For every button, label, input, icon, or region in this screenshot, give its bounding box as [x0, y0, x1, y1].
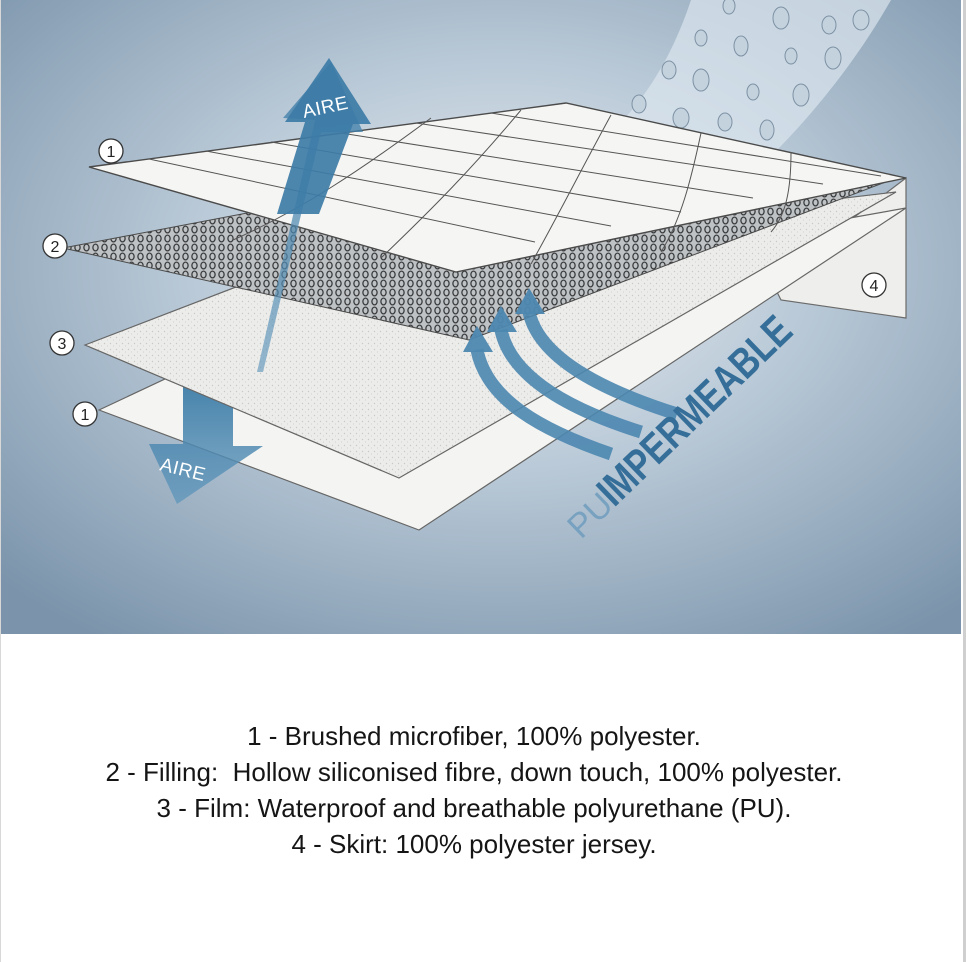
top-microfiber-layer [88, 102, 907, 273]
svg-text:1: 1 [107, 144, 116, 161]
vapour-arrowhead-2 [487, 306, 517, 332]
vapour-arrowhead-3 [515, 288, 545, 314]
top-layer-grid [148, 109, 882, 265]
svg-text:4: 4 [870, 278, 879, 295]
pu-film-layer [83, 191, 897, 479]
svg-text:2: 2 [51, 239, 60, 256]
materials-legend: 1 - Brushed microfiber, 100% polyester. … [1, 718, 947, 862]
legend-line-filling: 2 - Filling: Hollow siliconised fibre, d… [105, 757, 843, 787]
vapour-arrowhead-1 [463, 326, 493, 352]
callout-1-top: 1 [98, 138, 124, 164]
vapour-arrow-2 [494, 328, 643, 439]
callout-4: 4 [861, 272, 887, 298]
air-arrow-up-head [277, 58, 371, 214]
callout-1-bottom: 1 [72, 401, 98, 427]
callout-2: 2 [42, 233, 68, 259]
svg-text:1: 1 [81, 407, 90, 424]
legend-line-skirt: 4 - Skirt: 100% polyester jersey. [291, 829, 657, 859]
air-arrow-down [149, 380, 263, 504]
callout-3: 3 [49, 330, 75, 356]
legend-line-film: 3 - Film: Waterproof and breathable poly… [156, 793, 792, 823]
svg-text:3: 3 [58, 336, 67, 353]
vapour-arrow-1 [470, 348, 614, 461]
vapour-arrow-3 [522, 310, 679, 421]
water-droplets [598, 0, 870, 199]
vapour-arrows [470, 310, 679, 461]
layer-diagram: AIRE AIRE PU IMPERMEABLE 1 [1, 0, 961, 634]
legend-line-microfiber: 1 - Brushed microfiber, 100% polyester. [247, 721, 701, 751]
